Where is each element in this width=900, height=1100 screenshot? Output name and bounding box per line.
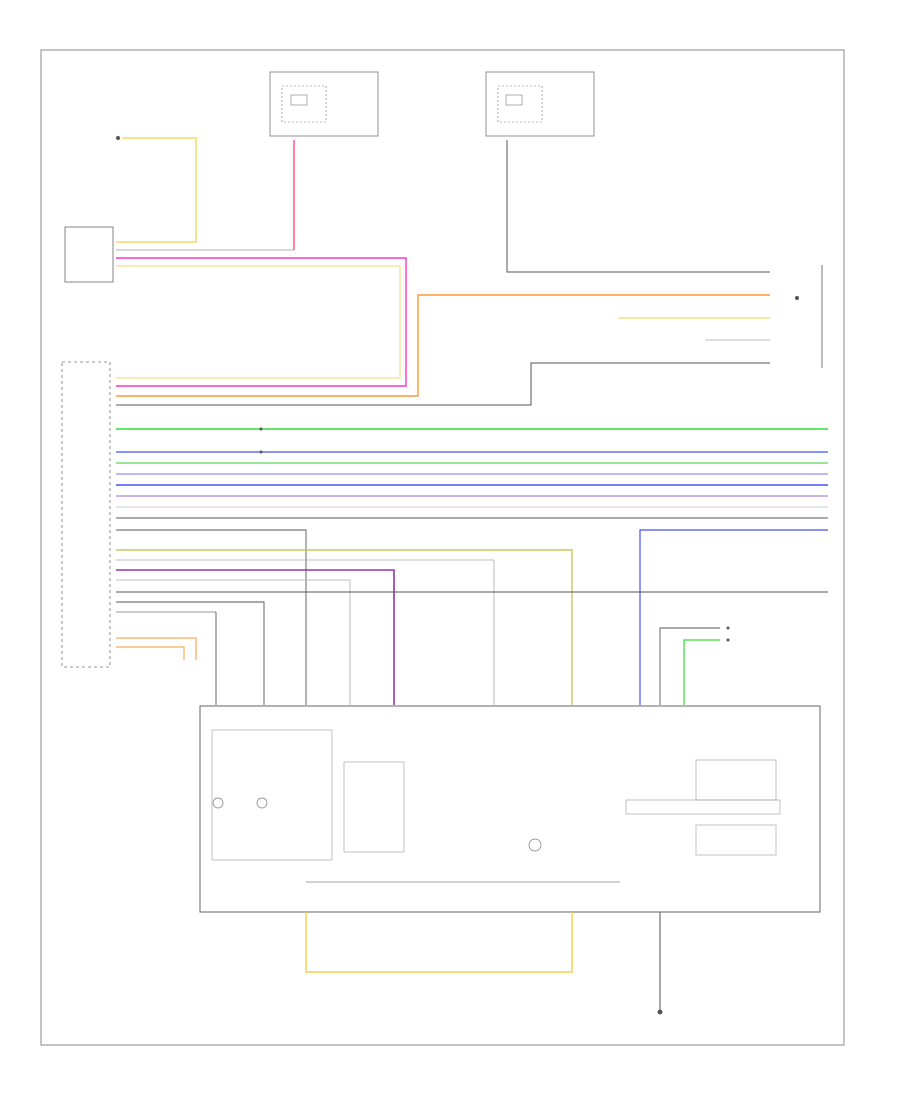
lower-module — [199, 705, 821, 913]
fuse-box-right — [485, 71, 595, 137]
ground-terminal — [657, 1009, 663, 1015]
fuse-box-left — [269, 71, 379, 137]
lower-subunit-left — [211, 729, 333, 861]
control-module — [61, 361, 111, 668]
lower-subunit-mid — [343, 761, 405, 853]
upper-ground-terminal — [116, 136, 120, 140]
upper-module — [64, 226, 114, 283]
page-frame — [40, 49, 845, 1046]
lower-subunit-right — [625, 799, 781, 815]
